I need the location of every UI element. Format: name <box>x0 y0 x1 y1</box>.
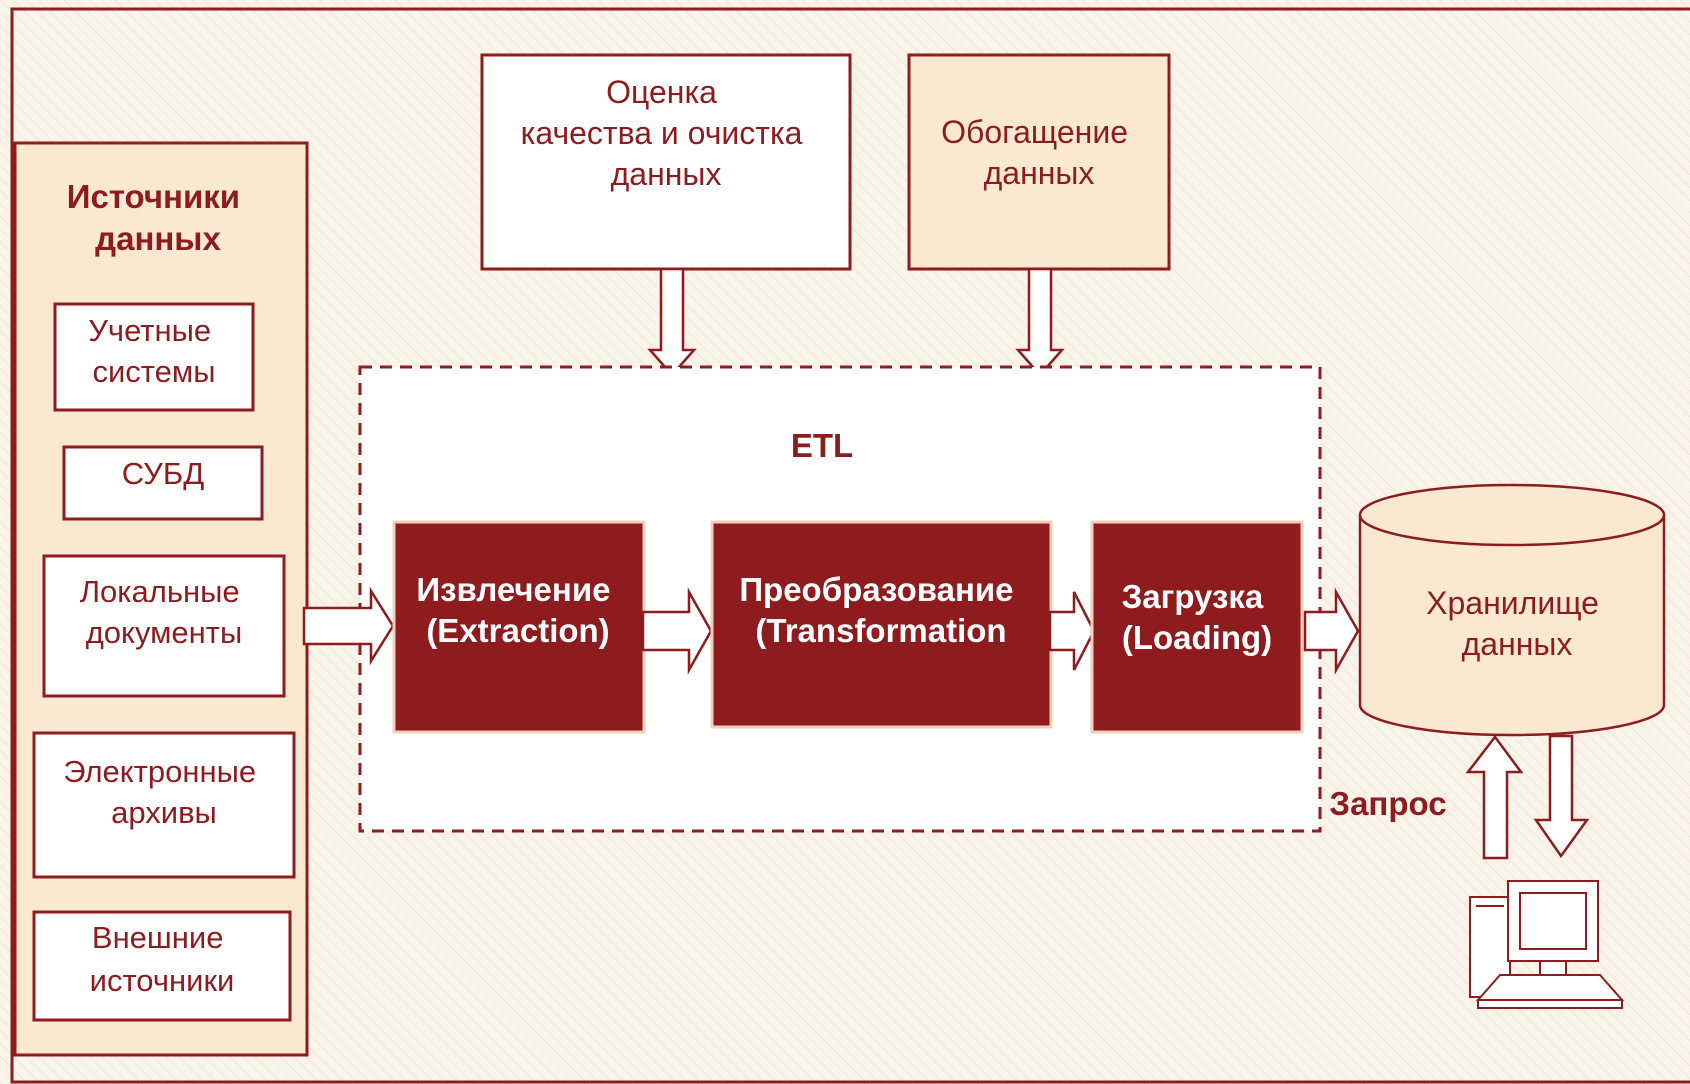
svg-text:Электронные архивы: Электронные архивы <box>63 754 265 830</box>
source-external-sources: Внешние источники <box>32 910 292 1022</box>
step-loading: Загрузка (Loading) <box>1090 520 1304 734</box>
svg-text:Локальные документы: Локальные документы <box>80 574 249 650</box>
svg-text:Внешние источники: Внешние источники <box>90 920 235 998</box>
svg-text:Извлечение (Extraction): Извлечение (Extraction) <box>416 571 619 649</box>
data-sources-title: Источники данных <box>67 178 250 257</box>
svg-text:Оценка качества и очистк: Оценка качества и очистка данных <box>521 74 812 192</box>
quality-to-etl-arrow <box>647 267 697 377</box>
source-dbms: СУБД <box>62 445 264 521</box>
svg-text:Преобразование (Transfor: Преобразование (Transformation <box>739 571 1022 649</box>
data-storage-cylinder: Хранилище данных <box>1358 483 1666 737</box>
loading-to-storage-arrow <box>1303 587 1360 675</box>
etl-label: ETL <box>791 427 853 464</box>
source-local-documents: Локальные документы <box>42 554 286 698</box>
svg-text:Учетные системы: Учетные системы <box>88 313 220 389</box>
extraction-to-transformation-arrow <box>641 587 713 675</box>
svg-text:СУБД: СУБД <box>122 456 204 491</box>
step-transformation: Преобразование (Transformation <box>710 520 1053 729</box>
enrichment-box: Обогащение данных <box>907 53 1171 271</box>
svg-text:Хранилище данных: Хранилище данных <box>1426 585 1608 662</box>
quality-cleansing-box: Оценка качества и очистка данных <box>480 53 852 271</box>
enrichment-to-etl-arrow <box>1015 267 1065 377</box>
response-down-arrow <box>1533 734 1590 859</box>
step-extraction: Извлечение (Extraction) <box>392 520 646 734</box>
svg-text:Обогащение данных: Обогащение данных <box>941 114 1137 191</box>
transformation-to-loading-arrow <box>1048 591 1096 671</box>
data-sources-panel: Источники данных Учетные системы СУБД Ло… <box>13 141 309 1057</box>
request-up-arrow <box>1465 734 1524 860</box>
desktop-computer-icon <box>1469 880 1625 1009</box>
source-accounting-systems: Учетные системы <box>53 302 255 412</box>
svg-text:Загрузка (Loading): Загрузка (Loading) <box>1122 578 1273 656</box>
outer-frame <box>10 7 1690 1084</box>
source-electronic-archives: Электронные архивы <box>32 731 296 879</box>
sources-to-extraction-arrow <box>302 586 395 666</box>
query-label: Запрос <box>1329 785 1446 822</box>
